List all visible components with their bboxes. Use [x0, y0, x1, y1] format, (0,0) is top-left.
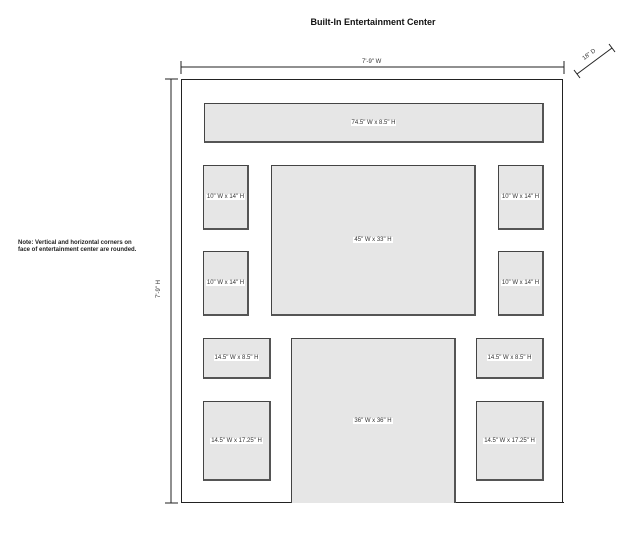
opening-label: 14.5" W x 8.5" H: [486, 355, 533, 361]
diagram-title: Built-In Entertainment Center: [310, 17, 436, 27]
opening-label: 14.5" W x 17.25" H: [210, 437, 263, 444]
opening-label: 45" W x 33" H: [353, 237, 393, 243]
opening-label: 10" W x 14" H: [500, 280, 541, 286]
opening-label: 10" W x 14" H: [500, 194, 541, 200]
opening-label: 10" W x 14" H: [205, 194, 246, 200]
height-label: 7'-9" H: [155, 280, 162, 298]
entertainment-center-outline: [181, 79, 563, 503]
opening-right-upper: 10" W x 14" H: [498, 165, 544, 230]
opening-left-lower: 14.5" W x 17.25" H: [203, 401, 271, 481]
opening-label: 14.5" W x 17.25" H: [483, 437, 536, 444]
opening-top: 74.5" W x 8.5" H: [204, 103, 544, 143]
width-label: 7'-9" W: [362, 59, 382, 65]
opening-left-middle: 10" W x 14" H: [203, 251, 249, 316]
opening-left-upper: 10" W x 14" H: [203, 165, 249, 230]
opening-left-small: 14.5" W x 8.5" H: [203, 338, 271, 379]
opening-label: 14.5" W x 8.5" H: [213, 355, 260, 361]
opening-label: 10" W x 14" H: [205, 280, 246, 286]
opening-label: 74.5" W x 8.5" H: [350, 119, 397, 126]
opening-right-small: 14.5" W x 8.5" H: [476, 338, 544, 379]
opening-label: 36" W x 36" H: [353, 418, 393, 424]
opening-right-lower: 14.5" W x 17.25" H: [476, 401, 544, 481]
opening-center-upper: 45" W x 33" H: [271, 165, 476, 316]
depth-dim-line: [576, 47, 613, 75]
opening-center-lower: 36" W x 36" H: [291, 338, 456, 503]
opening-right-middle: 10" W x 14" H: [498, 251, 544, 316]
note-text: Note: Vertical and horizontal corners on…: [18, 240, 137, 253]
